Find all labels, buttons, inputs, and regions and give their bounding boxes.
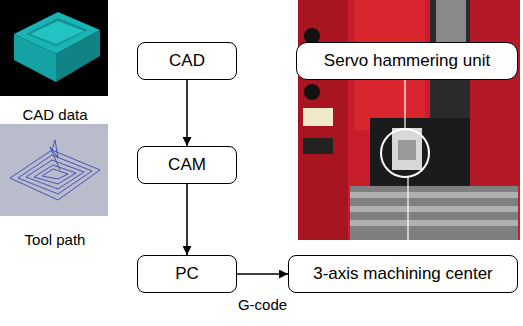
machine-photo <box>298 0 520 255</box>
process-box: CAM <box>137 146 237 184</box>
image-caption: Tool path <box>25 231 86 248</box>
node-text: Servo hammering unit <box>324 51 490 71</box>
node-text: 3-axis machining center <box>313 264 493 284</box>
process-box: PC <box>137 255 237 293</box>
node-text: CAM <box>168 155 206 175</box>
cad-image <box>0 0 108 96</box>
node-text: PC <box>175 264 199 284</box>
machine-box: 3-axis machining center <box>288 255 518 293</box>
image-caption: CAD data <box>22 106 87 123</box>
edge-label: G-code <box>238 296 287 313</box>
process-box: CAD <box>137 42 237 80</box>
arrow-connector <box>186 184 188 255</box>
arrow-connector <box>186 80 188 146</box>
toolpath-image <box>0 124 108 216</box>
callout-box: Servo hammering unit <box>296 42 518 80</box>
node-text: CAD <box>169 51 205 71</box>
arrow-connector <box>237 273 288 275</box>
